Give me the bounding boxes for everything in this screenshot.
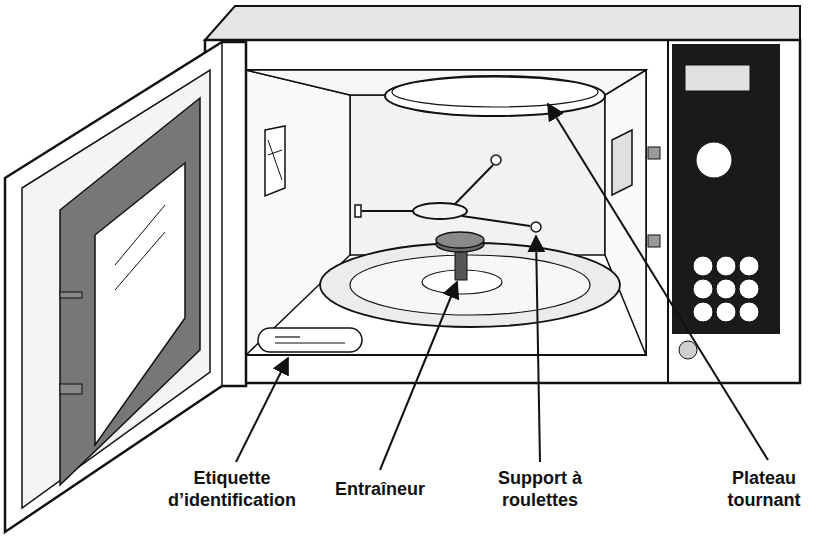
roller-ring: [413, 203, 467, 219]
roller: [355, 205, 361, 217]
vent: [265, 126, 285, 196]
turntable: [392, 77, 598, 107]
right-wall: [605, 70, 646, 355]
id-plate-line: [275, 336, 300, 337]
back-wall: [350, 95, 605, 255]
leader-arrow: [380, 282, 457, 470]
leader-arrow: [236, 358, 288, 462]
id-plate-line: [275, 342, 345, 343]
door: [5, 42, 246, 532]
cavity-frame: [246, 70, 646, 355]
door-window: [95, 163, 185, 445]
turntable-rim: [385, 76, 605, 116]
coupler-top: [436, 232, 484, 248]
glass-reflection: [115, 205, 165, 265]
roller-arm: [455, 165, 493, 204]
waveguide-cover: [612, 130, 632, 195]
door-hook: [60, 292, 82, 298]
door-hook: [60, 384, 82, 394]
oven-top: [205, 6, 800, 40]
roller-track-inner: [350, 255, 590, 315]
control-panel: [672, 44, 780, 334]
knob: [696, 142, 732, 178]
display: [685, 65, 750, 91]
panel-divider: [667, 40, 669, 383]
id-plate: [258, 328, 362, 352]
door-screen: [60, 98, 200, 485]
roller: [491, 155, 501, 165]
door-release: [679, 341, 697, 359]
leader-arrow: [548, 104, 768, 460]
door-edge: [221, 42, 223, 386]
oven-body: [205, 40, 800, 383]
part-label: Etiquette d’identification: [157, 467, 307, 511]
roller-arm: [362, 210, 413, 212]
roller-track: [320, 243, 620, 327]
left-wall: [246, 70, 350, 355]
door-frame: [22, 70, 210, 508]
part-label: Support à roulettes: [484, 467, 596, 511]
latch-hole: [648, 235, 660, 247]
roller-arm: [462, 216, 530, 226]
latch-hole: [648, 147, 660, 159]
part-label: Plateau tournant: [718, 467, 810, 511]
roller: [531, 222, 541, 232]
coupler-shaft: [455, 248, 467, 280]
part-label: Entraîneur: [315, 478, 445, 500]
vent-line: [268, 150, 282, 155]
buttons: [693, 256, 759, 322]
leader-arrow: [536, 236, 540, 462]
vent-line: [268, 140, 282, 180]
glass-reflection: [115, 232, 165, 290]
